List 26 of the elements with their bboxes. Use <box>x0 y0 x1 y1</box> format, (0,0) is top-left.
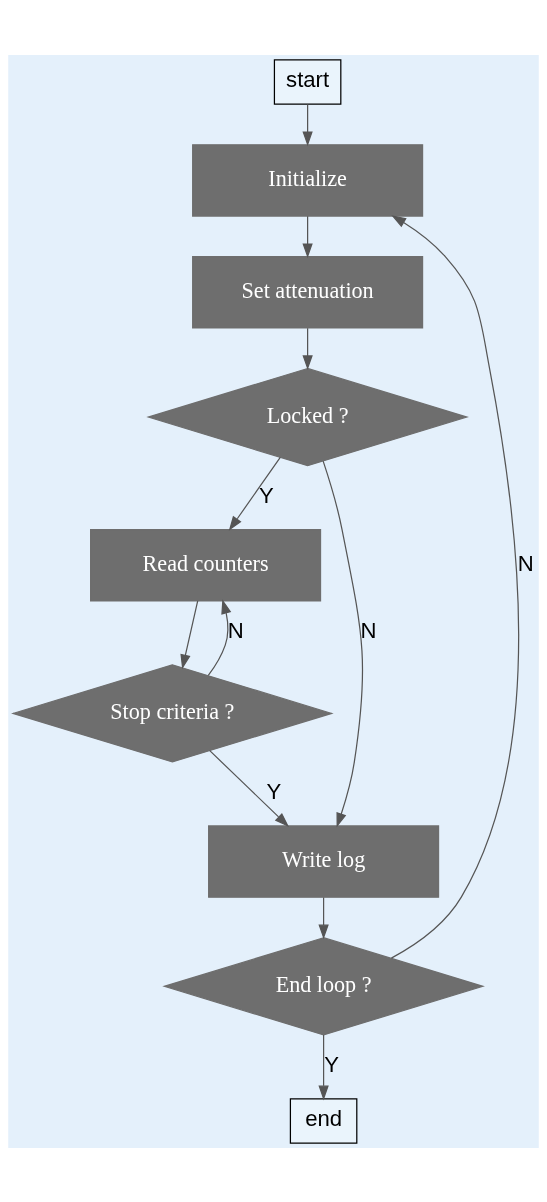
node-diamond: End loop ? <box>162 936 485 1036</box>
edge-label: N <box>360 617 377 643</box>
arrow <box>302 103 313 146</box>
node-box: start <box>273 58 342 105</box>
arrow <box>209 749 290 827</box>
node-box: end <box>289 1097 358 1144</box>
edge-label: Y <box>324 1051 339 1077</box>
arrow <box>302 215 313 258</box>
arrow <box>207 598 232 676</box>
edge-label: Y <box>266 778 282 804</box>
arrow <box>180 599 199 669</box>
node-diamond: Stop criteria ? <box>11 663 334 763</box>
arrow <box>322 459 364 828</box>
node-box: Read counters <box>90 528 322 601</box>
edge-label: Y <box>259 482 274 508</box>
edge-label: N <box>517 550 534 576</box>
arrow <box>390 214 520 959</box>
node-diamond: Locked ? <box>146 367 469 466</box>
arrow <box>318 1033 329 1100</box>
node-box: Initialize <box>192 143 424 217</box>
arrow <box>318 896 329 939</box>
node-box: Set attenuation <box>192 255 424 329</box>
edge-label: N <box>227 617 244 643</box>
node-box: Write log <box>208 824 440 898</box>
arrow <box>228 456 281 531</box>
arrow <box>302 327 313 370</box>
